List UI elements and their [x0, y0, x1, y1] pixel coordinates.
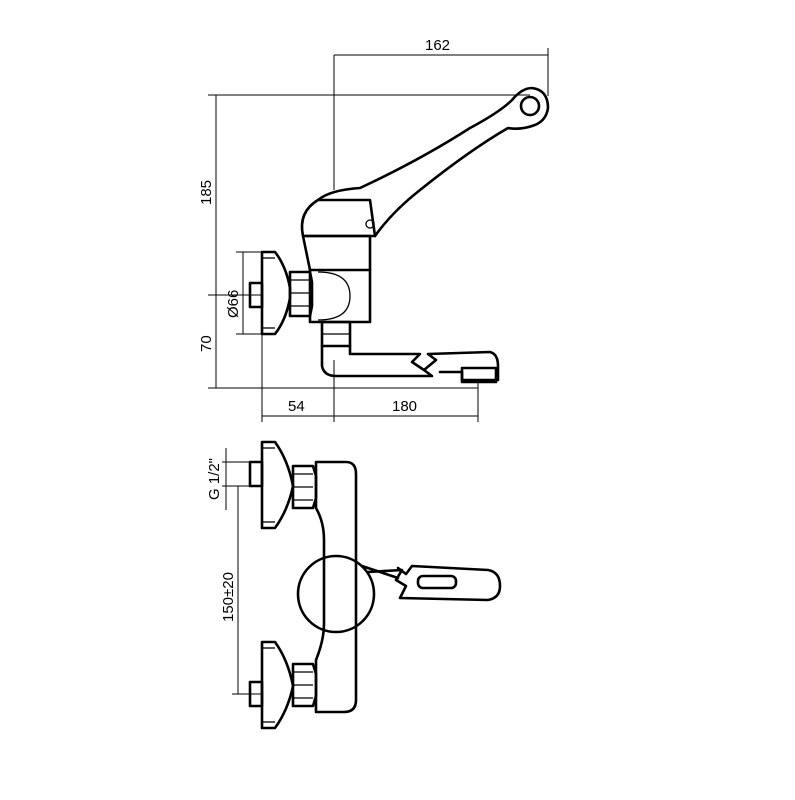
- dim-diameter-66: Ø66: [225, 290, 242, 318]
- side-escutcheon: [260, 250, 292, 336]
- side-lever-base: [300, 198, 377, 238]
- side-dimensions: 162 185 70 Ø66 54 180: [198, 37, 549, 422]
- dim-centers: 150±20: [220, 572, 237, 622]
- dim-thread: G 1/2": [206, 458, 223, 500]
- dim-162: 162: [425, 37, 450, 54]
- lower-escutcheon: [260, 640, 295, 730]
- front-dimensions: G 1/2" 150±20: [206, 448, 262, 695]
- dim-185: 185: [198, 180, 215, 205]
- upper-escutcheon: [260, 440, 295, 530]
- front-hub: [296, 554, 376, 634]
- lever-hole: [519, 95, 541, 117]
- dim-54: 54: [288, 398, 305, 415]
- side-lever-arm: [316, 86, 550, 238]
- dim-180: 180: [392, 398, 417, 415]
- side-body: [308, 268, 372, 324]
- front-body: [314, 460, 358, 714]
- side-view: [248, 86, 550, 384]
- front-view: [248, 440, 502, 730]
- dim-70: 70: [198, 335, 215, 352]
- front-lever: [366, 564, 502, 602]
- side-spout: [320, 344, 500, 382]
